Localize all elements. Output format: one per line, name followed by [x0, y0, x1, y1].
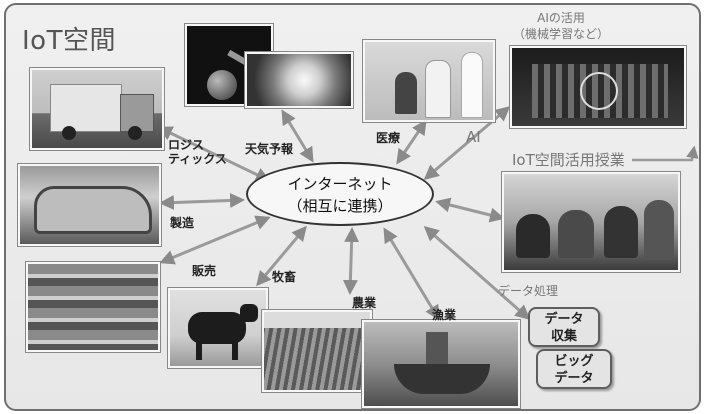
label-data-processing: データ処理: [498, 284, 559, 298]
data-collection-box: データ 収集: [528, 307, 600, 347]
data-collection-line1: データ: [544, 312, 584, 327]
arrow-weather: [281, 109, 314, 163]
label-agriculture: 農業: [352, 296, 377, 310]
label-fishery: 漁業: [432, 308, 457, 322]
field-photo: [262, 310, 372, 392]
arrow-data: [423, 226, 531, 320]
fishing-boat-photo: [362, 320, 520, 408]
label-ai-use-line2: （機械学習など）: [513, 27, 610, 41]
label-logistics-line1: ロジス: [168, 138, 205, 152]
arrow-logistics: [157, 126, 271, 182]
label-logistics: ロジス ティックス: [168, 138, 227, 166]
typhoon-photo: [245, 52, 353, 108]
internet-hub: インターネット （相互に連携）: [246, 162, 434, 226]
arrow-classroom: [435, 197, 505, 223]
label-sales: 販売: [192, 264, 217, 278]
cow-photo: [168, 288, 268, 368]
label-weather: 天気予報: [245, 142, 294, 156]
diagram-title: IoT空間: [22, 26, 116, 56]
medical-photo: [363, 40, 495, 122]
label-livestock: 牧畜: [272, 270, 297, 284]
label-ai-use-line1: AIの活用: [537, 11, 585, 25]
label-medical: 医療: [376, 131, 401, 145]
arrow-manufacturing: [159, 192, 245, 211]
big-data-line1: ビッグ: [554, 354, 594, 369]
hub-line2: （相互に連携）: [287, 197, 393, 215]
supermarket-photo: [26, 262, 160, 352]
label-manufacturing: 製造: [170, 216, 195, 230]
arrow-medical: [396, 119, 427, 165]
classroom-photo: [502, 172, 680, 272]
label-ai-use: AIの活用 （機械学習など）: [513, 10, 609, 42]
server-photo: [510, 46, 686, 128]
big-data-line2: データ: [554, 371, 594, 386]
data-collection-line2: 収集: [550, 329, 577, 344]
big-data-box: ビッグ データ: [536, 349, 612, 389]
arrow-fishery: [383, 227, 440, 321]
truck-photo: [30, 68, 164, 150]
car-factory-photo: [18, 164, 161, 246]
arrow-iot-class-out: [632, 145, 699, 162]
label-iot-class: IoT空間活用授業: [512, 151, 625, 169]
arrow-sales: [159, 215, 271, 265]
hub-line1: インターネット: [287, 175, 393, 193]
label-ai: AI: [466, 128, 481, 146]
arrow-agriculture: [342, 227, 360, 295]
arrow-livestock: [256, 225, 307, 287]
label-logistics-line2: ティックス: [168, 152, 227, 166]
